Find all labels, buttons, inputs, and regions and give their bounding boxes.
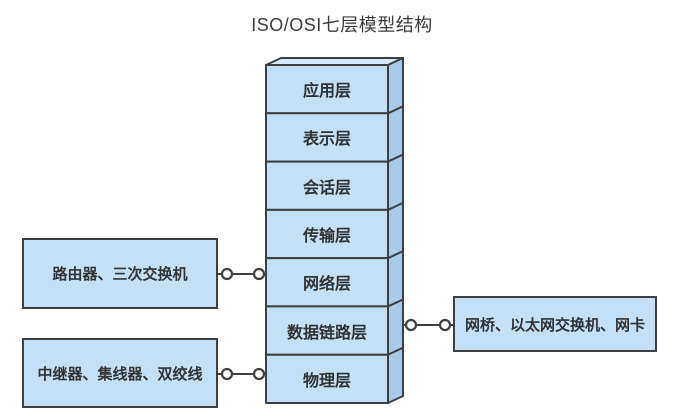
- layer-box-transport: [265, 208, 389, 260]
- connector-endpoint: [404, 318, 418, 332]
- layer-box-presentation: [265, 112, 389, 163]
- connector-endpoint: [220, 267, 234, 281]
- side-divider: [387, 105, 404, 115]
- connector-endpoint: [252, 367, 266, 381]
- connector-data-link-layer: [403, 318, 453, 332]
- connector-network-layer: [218, 267, 266, 281]
- layer-box-physical: [265, 353, 389, 404]
- connector-endpoint: [220, 367, 234, 381]
- connector-physical-layer: [218, 367, 266, 381]
- side-divider: [387, 201, 404, 211]
- layer-box-application: [265, 64, 389, 115]
- page-title: ISO/OSI七层模型结构: [251, 15, 433, 35]
- side-divider: [387, 153, 404, 163]
- layer-box-session: [265, 160, 389, 211]
- layer-box-data-link: [265, 305, 389, 356]
- side-divider: [387, 298, 404, 308]
- side-divider: [387, 250, 404, 260]
- connector-endpoint: [438, 318, 452, 332]
- stack-top-face: [265, 57, 404, 66]
- side-divider: [387, 346, 404, 356]
- device-box-repeater-hub-twisted-pair: 中继器、集线器、双绞线: [22, 338, 218, 408]
- device-box-router-l3-switch: 路由器、三次交换机: [22, 238, 218, 309]
- layer-box-network: [265, 257, 389, 308]
- device-box-bridge-switch-nic: 网桥、以太网交换机、网卡: [453, 296, 657, 352]
- connector-endpoint: [252, 267, 266, 281]
